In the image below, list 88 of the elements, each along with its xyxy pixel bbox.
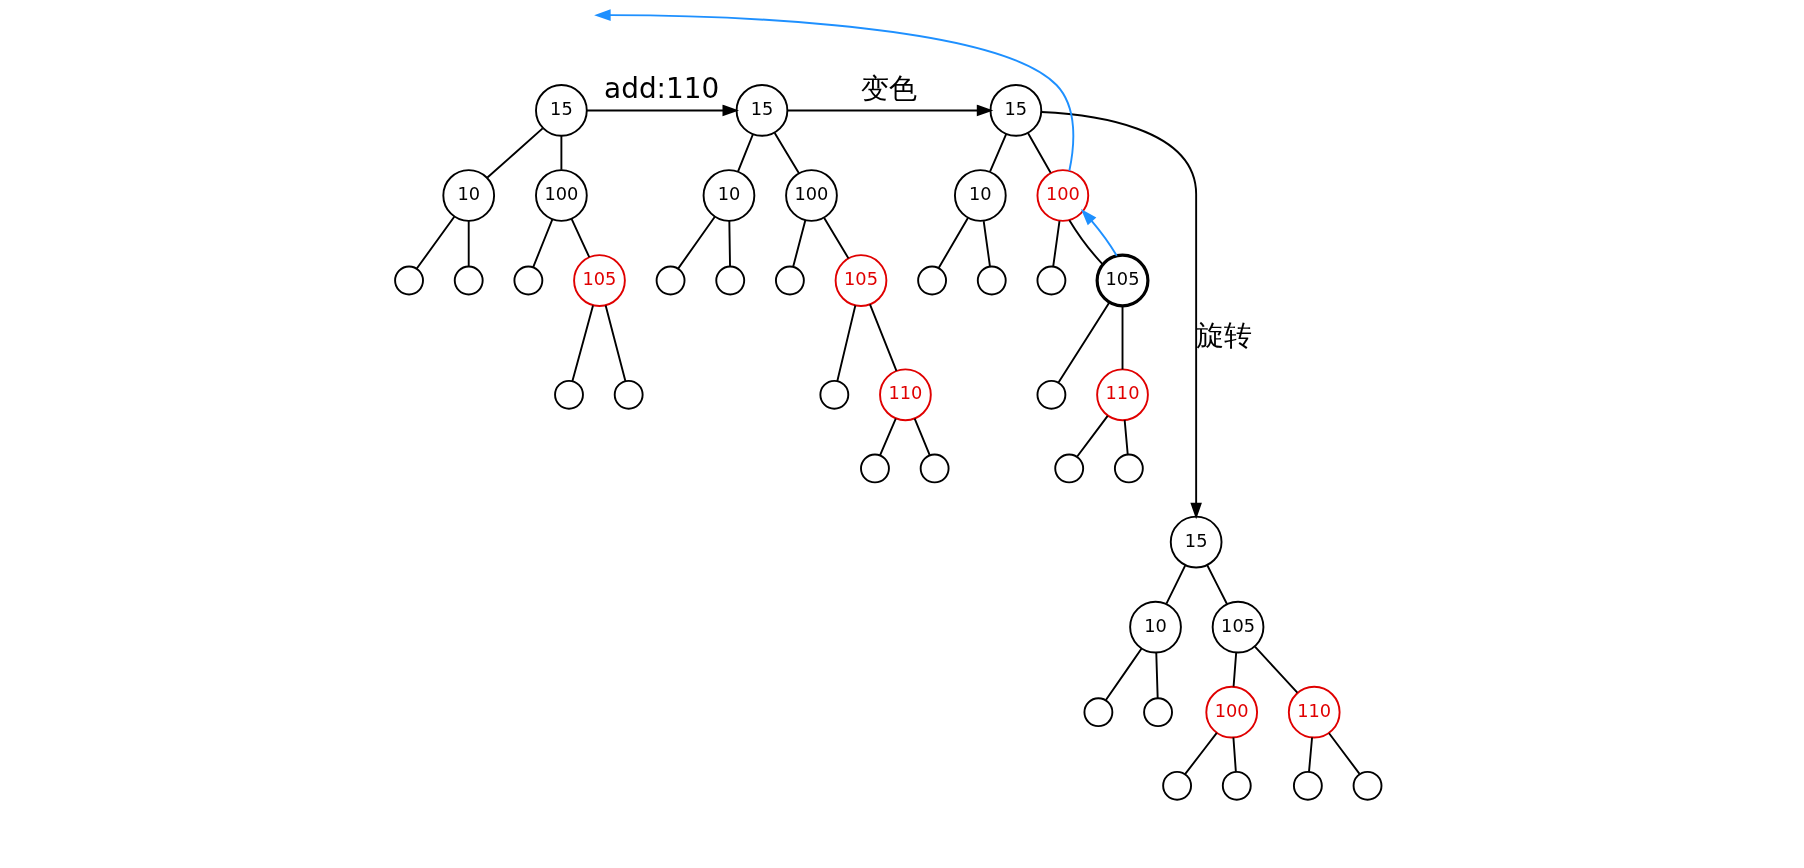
connector [1104, 647, 1143, 702]
connector [415, 215, 456, 270]
connector [792, 219, 807, 268]
connector [1232, 651, 1238, 688]
arrow [786, 104, 994, 117]
arrow [594, 9, 1075, 172]
node-circle: 10 [442, 169, 496, 222]
arrow [585, 104, 739, 117]
node-circle [453, 265, 484, 296]
node-circle: 100 [1205, 685, 1259, 739]
connector [486, 127, 544, 179]
node-circle [976, 265, 1007, 296]
connector [1027, 132, 1052, 174]
node-circle [513, 265, 544, 296]
node-circle: 105 [1095, 253, 1150, 308]
connector [1123, 419, 1129, 456]
node-circle [775, 265, 805, 296]
node-circle [1054, 453, 1085, 484]
connector [1232, 736, 1237, 773]
node-circle [860, 453, 890, 484]
node-circle: 10 [954, 169, 1007, 222]
node-circle [655, 265, 686, 296]
node-circle: 105 [573, 254, 626, 307]
connector [1184, 731, 1218, 776]
connector [1155, 651, 1159, 699]
connector [869, 303, 898, 372]
node-circle [819, 379, 850, 410]
connector [836, 304, 857, 382]
node-circle [1143, 697, 1173, 728]
connector [1254, 645, 1299, 694]
connector [467, 220, 470, 268]
edge-label: 旋转 [1196, 318, 1253, 352]
connector [1308, 736, 1313, 773]
node-circle: 100 [1036, 169, 1090, 222]
node-circle: 105 [1211, 600, 1265, 654]
connector [728, 220, 731, 268]
connector [937, 217, 969, 269]
connector [1165, 564, 1187, 605]
node-circle [554, 379, 584, 410]
node-circle: 110 [879, 368, 932, 422]
connector [989, 133, 1008, 173]
node-circle: 110 [1096, 368, 1149, 422]
edge-label: add:110 [604, 72, 720, 106]
node-circle: 15 [989, 84, 1043, 137]
connector [604, 304, 627, 382]
connector [773, 132, 800, 175]
connector [879, 417, 897, 457]
arrow [1040, 111, 1202, 520]
connector [1328, 732, 1361, 775]
connector [1206, 564, 1228, 605]
node-circle [613, 379, 644, 410]
connector [560, 135, 563, 171]
node-circle [1036, 265, 1067, 296]
node-circle [1113, 453, 1144, 484]
edge-label: 变色 [860, 72, 917, 106]
node-circle [1036, 379, 1067, 410]
node-circle [917, 265, 947, 296]
node-circle: 15 [1169, 515, 1223, 569]
node-circle [715, 265, 746, 296]
node-circle [1083, 697, 1114, 728]
connector [737, 133, 754, 173]
node-circle [1292, 770, 1323, 801]
connector [823, 217, 850, 260]
arrow [1080, 209, 1118, 257]
connector [1121, 305, 1124, 371]
connector [982, 220, 991, 268]
node-circle [1352, 770, 1383, 801]
node-circle: 15 [735, 84, 789, 137]
connector [1068, 219, 1104, 266]
connector [1057, 301, 1111, 384]
node-circle: 15 [535, 84, 588, 137]
node-circle [919, 453, 950, 484]
node-circle: 100 [535, 169, 588, 222]
node-circle: 110 [1287, 685, 1341, 739]
node-circle: 10 [702, 169, 756, 222]
node-circle [1221, 770, 1252, 801]
connector [1052, 220, 1061, 268]
connector [677, 215, 716, 270]
connector [570, 217, 591, 259]
connector [532, 218, 554, 269]
connector [571, 304, 594, 382]
node-circle: 10 [1129, 600, 1182, 654]
node-circle: 105 [834, 254, 888, 307]
node-circle [1162, 770, 1192, 801]
connector [1076, 414, 1109, 458]
node-circle [394, 265, 424, 296]
node-circle: 100 [785, 169, 838, 222]
connector [913, 417, 931, 456]
